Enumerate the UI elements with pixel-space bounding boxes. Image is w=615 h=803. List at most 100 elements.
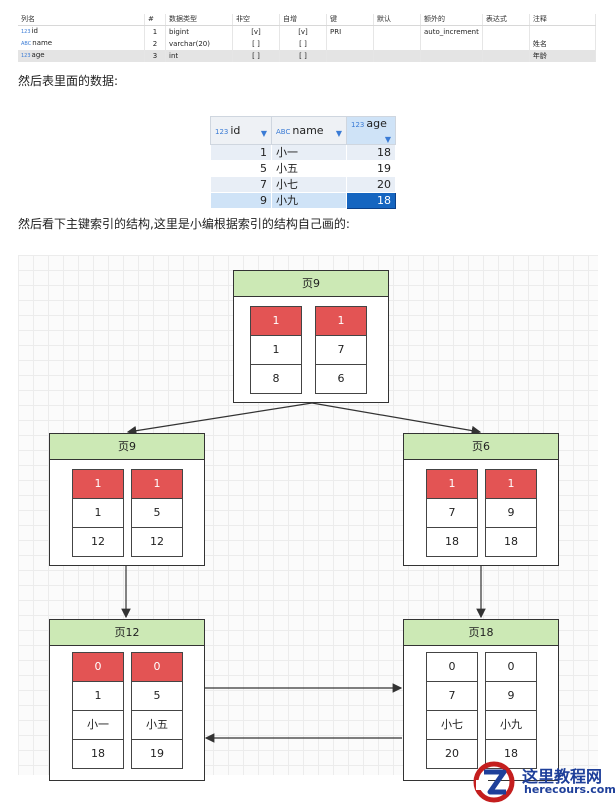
page-node-leaf-left[interactable]: 页12 0 1 小一 18 0 5 小五 19 xyxy=(49,619,205,781)
notnull-checkbox[interactable]: [v] xyxy=(232,25,280,38)
arrow-root-right xyxy=(311,402,482,436)
grid-cell-name[interactable]: 小七 xyxy=(271,176,347,193)
record-column: 1 7 18 xyxy=(426,469,478,557)
record-cell: 小七 xyxy=(426,711,478,740)
column-datatype: bigint xyxy=(165,25,233,38)
grid-cell-age[interactable]: 18 xyxy=(346,144,396,161)
column-datatype: varchar(20) xyxy=(165,38,233,50)
index-structure-diagram: 页9 1 1 8 1 7 6 页9 1 1 12 1 5 12 页6 1 7 xyxy=(18,255,598,781)
record-cell: 19 xyxy=(131,740,183,769)
grid-row[interactable]: 1 小一 18 xyxy=(210,144,396,161)
schema-col-header[interactable]: 默认 xyxy=(373,14,421,26)
schema-row[interactable]: ABCname 2 varchar(20) [ ] [ ] 姓名 xyxy=(18,38,597,50)
record-column: 1 5 12 xyxy=(131,469,183,557)
record-cell: 8 xyxy=(250,365,302,394)
record-header-cell: 1 xyxy=(72,469,124,499)
column-extra xyxy=(420,50,483,62)
column-number: 1 xyxy=(144,25,166,38)
notnull-checkbox[interactable]: [ ] xyxy=(232,38,280,50)
page-title: 页6 xyxy=(404,434,558,460)
record-cell: 小五 xyxy=(131,711,183,740)
page-node-internal-right[interactable]: 页6 1 7 18 1 9 18 xyxy=(403,433,559,566)
schema-col-header[interactable]: 非空 xyxy=(232,14,280,26)
column-expression xyxy=(482,50,530,62)
notnull-checkbox[interactable]: [ ] xyxy=(232,50,280,62)
grid-cell-id[interactable]: 5 xyxy=(210,160,272,177)
record-cell: 小九 xyxy=(485,711,537,740)
autoinc-checkbox[interactable]: [ ] xyxy=(279,38,327,50)
grid-cell-name[interactable]: 小五 xyxy=(271,160,347,177)
numeric-type-icon: 123 xyxy=(215,127,229,136)
schema-row[interactable]: 123age 3 int [ ] [ ] 年龄 xyxy=(18,50,597,62)
record-column: 1 1 12 xyxy=(72,469,124,557)
column-key xyxy=(326,50,374,62)
schema-col-header[interactable]: 注释 xyxy=(529,14,597,26)
grid-cell-name[interactable]: 小一 xyxy=(271,144,347,161)
record-cell: 9 xyxy=(485,499,537,528)
page-node-internal-left[interactable]: 页9 1 1 12 1 5 12 xyxy=(49,433,205,566)
page-title: 页9 xyxy=(234,271,388,297)
column-key xyxy=(326,38,374,50)
grid-cell-age[interactable]: 19 xyxy=(346,160,396,177)
autoinc-checkbox[interactable]: [v] xyxy=(279,25,327,38)
column-datatype: int xyxy=(165,50,233,62)
record-header-cell: 1 xyxy=(485,469,537,499)
record-column: 1 1 8 xyxy=(250,306,302,394)
record-column: 0 7 小七 20 xyxy=(426,652,478,769)
sort-dropdown-icon[interactable]: ▼ xyxy=(384,135,391,144)
schema-col-header[interactable]: 列名 xyxy=(18,14,145,26)
grid-cell-age[interactable]: 20 xyxy=(346,176,396,193)
record-cell: 1 xyxy=(72,682,124,711)
grid-row[interactable]: 5 小五 19 xyxy=(210,160,396,177)
record-cell: 1 xyxy=(250,336,302,365)
record-header-cell: 1 xyxy=(426,469,478,499)
record-header-cell: 0 xyxy=(72,652,124,682)
schema-row[interactable]: 123id 1 bigint [v] [v] PRI auto_incremen… xyxy=(18,25,597,38)
autoinc-checkbox[interactable]: [ ] xyxy=(279,50,327,62)
record-cell: 1 xyxy=(72,499,124,528)
grid-cell-id[interactable]: 1 xyxy=(210,144,272,161)
site-watermark[interactable]: 这里教程网 herecours.com xyxy=(470,760,615,803)
sort-dropdown-icon[interactable]: ▼ xyxy=(335,128,342,138)
sort-dropdown-icon[interactable]: ▼ xyxy=(260,128,267,138)
page-node-root[interactable]: 页9 1 1 8 1 7 6 xyxy=(233,270,389,403)
column-default xyxy=(373,38,421,50)
grid-row-selected[interactable]: 9 小九 18 xyxy=(210,192,396,209)
numeric-type-icon: 123 xyxy=(21,53,31,59)
page-node-leaf-right[interactable]: 页18 0 7 小七 20 0 9 小九 18 xyxy=(403,619,559,781)
column-number: 2 xyxy=(144,38,166,50)
schema-col-header[interactable]: # xyxy=(144,14,166,26)
grid-row[interactable]: 7 小七 20 xyxy=(210,176,396,193)
column-default xyxy=(373,50,421,62)
page-title: 页18 xyxy=(404,620,558,646)
grid-cell-age-selected[interactable]: 18 xyxy=(346,192,396,209)
column-name: age xyxy=(31,51,45,59)
grid-cell-id[interactable]: 9 xyxy=(210,192,272,209)
schema-col-header[interactable]: 自增 xyxy=(279,14,327,26)
page-title: 页9 xyxy=(50,434,204,460)
diagram-arrows xyxy=(121,402,486,743)
record-cell: 7 xyxy=(315,336,367,365)
record-cell: 7 xyxy=(426,499,478,528)
record-cell: 小一 xyxy=(72,711,124,740)
schema-col-header[interactable]: 数据类型 xyxy=(165,14,233,26)
grid-cell-name[interactable]: 小九 xyxy=(271,192,347,209)
record-header-cell: 1 xyxy=(131,469,183,499)
column-comment: 年龄 xyxy=(529,50,597,62)
column-comment xyxy=(529,25,597,38)
grid-cell-id[interactable]: 7 xyxy=(210,176,272,193)
column-extra: auto_increment xyxy=(420,25,483,38)
paragraph-index-structure: 然后看下主键索引的结构,这里是小编根据索引的结构自己画的: xyxy=(18,217,350,231)
record-cell: 20 xyxy=(426,740,478,769)
schema-col-header[interactable]: 表达式 xyxy=(482,14,530,26)
record-cell: 18 xyxy=(72,740,124,769)
schema-col-header[interactable]: 额外的 xyxy=(420,14,483,26)
text-type-icon: ABC xyxy=(21,41,32,47)
record-column: 0 5 小五 19 xyxy=(131,652,183,769)
schema-col-header[interactable]: 键 xyxy=(326,14,374,26)
paragraph-table-data: 然后表里面的数据: xyxy=(18,74,119,88)
